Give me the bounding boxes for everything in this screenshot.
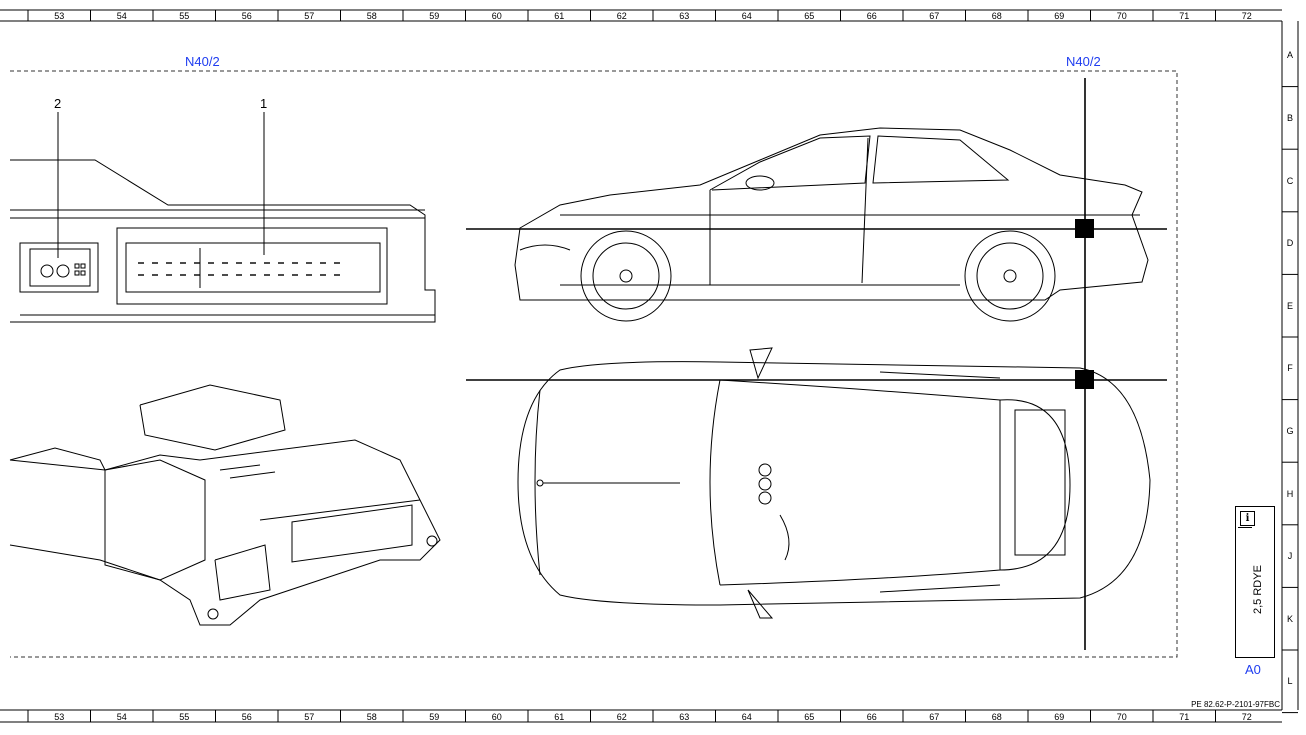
row-label: E: [1286, 300, 1293, 311]
document-id: PE 82.62-P-2101-97FBC: [1191, 700, 1280, 709]
column-label: 71: [1179, 712, 1190, 722]
column-label: 56: [241, 11, 252, 21]
car-top-view: [517, 347, 1151, 619]
row-label: L: [1287, 676, 1293, 687]
column-label: 64: [741, 11, 752, 21]
column-label: 63: [679, 11, 690, 21]
row-label: A: [1286, 50, 1293, 61]
column-label: 57: [304, 11, 315, 21]
column-ticks: [27, 10, 1216, 722]
column-label: 59: [429, 712, 440, 722]
column-label: 61: [554, 11, 565, 21]
location-crosshair: [466, 78, 1167, 650]
info-divider: [1238, 527, 1252, 528]
wire-info-box: i: [1235, 506, 1275, 658]
location-marker-top: [1075, 370, 1094, 389]
column-label: 57: [304, 712, 315, 722]
column-label: 55: [179, 11, 190, 21]
column-label: 64: [741, 712, 752, 722]
column-label: 71: [1179, 11, 1190, 21]
component-label-right: N40/2: [1066, 54, 1101, 69]
column-label: 68: [991, 11, 1002, 21]
row-label: F: [1287, 363, 1293, 374]
callout-2: 2: [54, 96, 62, 111]
location-marker-side: [1075, 219, 1094, 238]
connector-pins: [138, 262, 340, 276]
column-label: 66: [866, 712, 877, 722]
column-label: 67: [929, 712, 940, 722]
column-label: 53: [54, 712, 65, 722]
row-label: H: [1286, 488, 1294, 499]
column-label: 54: [116, 712, 127, 722]
column-label: 72: [1241, 11, 1252, 21]
column-label: 60: [491, 712, 502, 722]
info-icon[interactable]: i: [1240, 511, 1255, 526]
wire-spec-label: 2,5 RDYE: [1252, 565, 1264, 614]
column-label: 68: [991, 712, 1002, 722]
column-label: 72: [1241, 712, 1252, 722]
column-label: 66: [866, 11, 877, 21]
callout-1: 1: [260, 96, 268, 111]
column-label: 69: [1054, 712, 1065, 722]
column-label: 54: [116, 11, 127, 21]
column-label: 70: [1116, 11, 1127, 21]
row-label: B: [1286, 112, 1293, 123]
column-label: 62: [616, 11, 627, 21]
row-label: C: [1286, 175, 1294, 186]
car-side-view: [514, 127, 1149, 322]
column-label: 69: [1054, 11, 1065, 21]
row-label: J: [1287, 551, 1293, 562]
control-unit-isometric-view: [9, 384, 441, 626]
row-label: K: [1286, 613, 1293, 624]
column-label: 63: [679, 712, 690, 722]
column-label: 53: [54, 11, 65, 21]
component-boundary: [10, 70, 1178, 658]
column-label: 67: [929, 11, 940, 21]
row-ticks: [1282, 86, 1298, 714]
column-label: 55: [179, 712, 190, 722]
location-code: A0: [1245, 662, 1261, 677]
column-label: 65: [804, 712, 815, 722]
column-label: 59: [429, 11, 440, 21]
row-label: G: [1286, 425, 1294, 436]
column-label: 60: [491, 11, 502, 21]
sheet-frame: [0, 9, 1299, 723]
column-label: 65: [804, 11, 815, 21]
control-unit-front-view: [10, 159, 436, 323]
row-label: D: [1286, 238, 1294, 249]
column-label: 58: [366, 11, 377, 21]
column-label: 56: [241, 712, 252, 722]
component-label-left: N40/2: [185, 54, 220, 69]
column-label: 61: [554, 712, 565, 722]
column-label: 58: [366, 712, 377, 722]
column-label: 62: [616, 712, 627, 722]
column-label: 70: [1116, 712, 1127, 722]
